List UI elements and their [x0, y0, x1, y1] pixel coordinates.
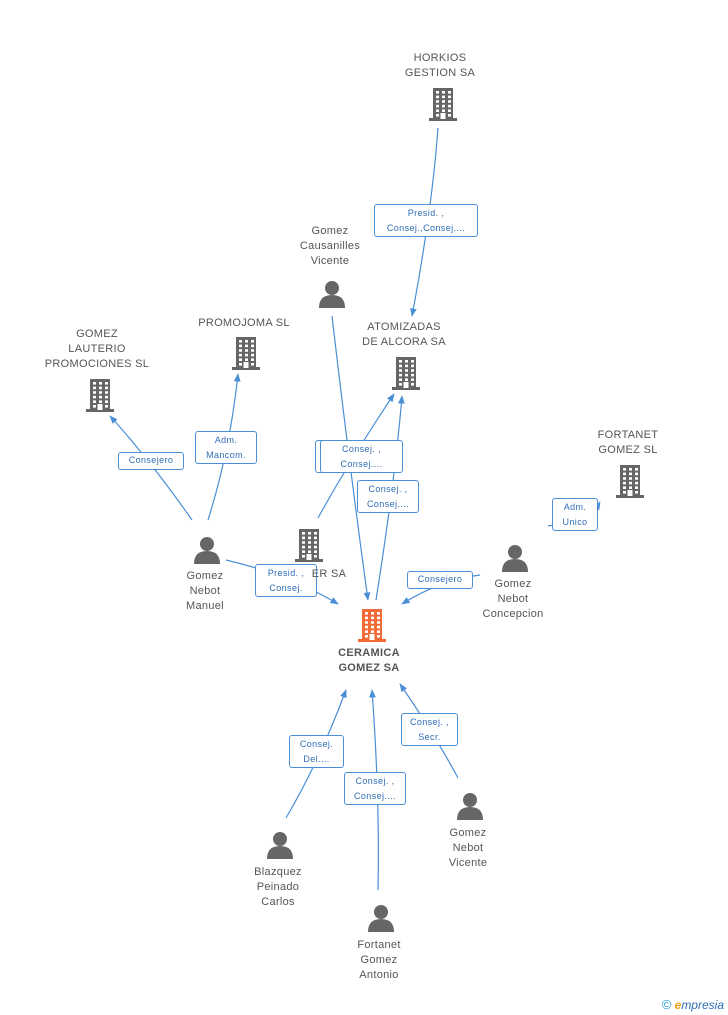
- relation-label[interactable]: Consej. , Secr.: [401, 713, 458, 746]
- building-icon[interactable]: [357, 608, 387, 647]
- relation-label[interactable]: Consej. , Consej....: [344, 772, 406, 805]
- node-label-fortanet-antonio[interactable]: Fortanet Gomez Antonio: [357, 939, 401, 981]
- node-label-er-sa[interactable]: ER SA: [311, 568, 347, 580]
- relation-label[interactable]: Consejero: [407, 571, 473, 589]
- copyright-icon: ©: [661, 997, 672, 1012]
- person-icon[interactable]: [317, 280, 347, 313]
- building-icon[interactable]: [391, 356, 421, 395]
- node-label-gomez-nebot-concepcion[interactable]: Gomez Nebot Concepcion: [482, 578, 544, 620]
- node-label-promojoma[interactable]: PROMOJOMA SL: [198, 317, 290, 329]
- node-label-horkios[interactable]: HORKIOS GESTION SA: [404, 52, 476, 79]
- relation-label[interactable]: Adm. Unico: [552, 498, 598, 531]
- building-icon[interactable]: [615, 464, 645, 503]
- relation-label[interactable]: Adm. Mancom.: [195, 431, 257, 464]
- building-icon[interactable]: [294, 528, 324, 567]
- relation-label[interactable]: Presid. , Consej.,Consej....: [374, 204, 478, 237]
- building-icon[interactable]: [85, 378, 115, 417]
- node-label-gomez-lauterio[interactable]: GOMEZ LAUTERIO PROMOCIONES SL: [44, 328, 150, 370]
- brand-initial: e: [674, 998, 682, 1012]
- relation-label[interactable]: Consej. , Consej....: [320, 440, 403, 473]
- relation-label[interactable]: Consejero: [118, 452, 184, 470]
- node-label-fortanet-gomez-sl[interactable]: FORTANET GOMEZ SL: [597, 429, 659, 456]
- node-label-gomez-nebot-vicente[interactable]: Gomez Nebot Vicente: [448, 827, 488, 869]
- building-icon[interactable]: [428, 87, 458, 126]
- relation-label[interactable]: Presid. , Consej.: [255, 564, 317, 597]
- building-icon[interactable]: [231, 336, 261, 375]
- relation-label[interactable]: Consej. Del....: [289, 735, 344, 768]
- node-label-blazquez[interactable]: Blazquez Peinado Carlos: [254, 866, 302, 908]
- watermark: © empresia: [662, 997, 724, 1012]
- person-icon[interactable]: [265, 831, 295, 864]
- node-label-atomizadas[interactable]: ATOMIZADAS DE ALCORA SA: [362, 321, 446, 348]
- person-icon[interactable]: [455, 792, 485, 825]
- node-label-gomez-nebot-manuel[interactable]: Gomez Nebot Manuel: [186, 570, 224, 612]
- person-icon[interactable]: [500, 544, 530, 577]
- node-label-gomez-causanilles[interactable]: Gomez Causanilles Vicente: [299, 225, 361, 267]
- person-icon[interactable]: [192, 536, 222, 569]
- person-icon[interactable]: [366, 904, 396, 937]
- node-label-ceramica[interactable]: CERAMICA GOMEZ SA: [338, 647, 400, 674]
- brand-name: mpresia: [681, 998, 724, 1012]
- relation-label[interactable]: Consej. , Consej....: [357, 480, 419, 513]
